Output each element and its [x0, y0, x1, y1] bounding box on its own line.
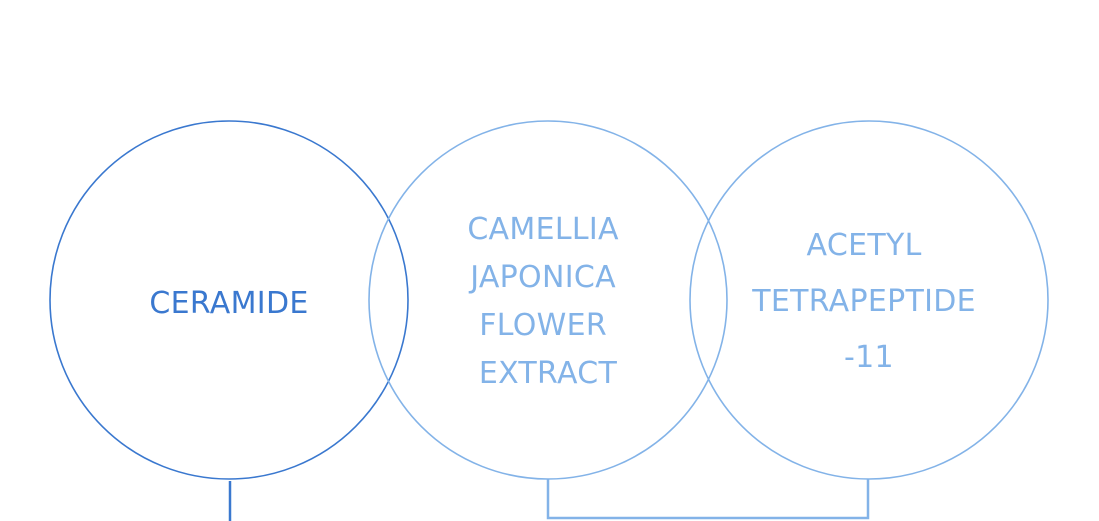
connector-bracket — [546, 479, 870, 520]
circle-camellia — [368, 120, 728, 480]
label-ceramide: CERAMIDE — [149, 286, 308, 321]
circle-ceramide — [49, 120, 409, 480]
label-camellia: CAMELLIA JAPONICA FLOWER EXTRACT — [467, 212, 628, 391]
label-acetyl: ACETYL TETRAPEPTIDE -11 — [751, 228, 986, 375]
